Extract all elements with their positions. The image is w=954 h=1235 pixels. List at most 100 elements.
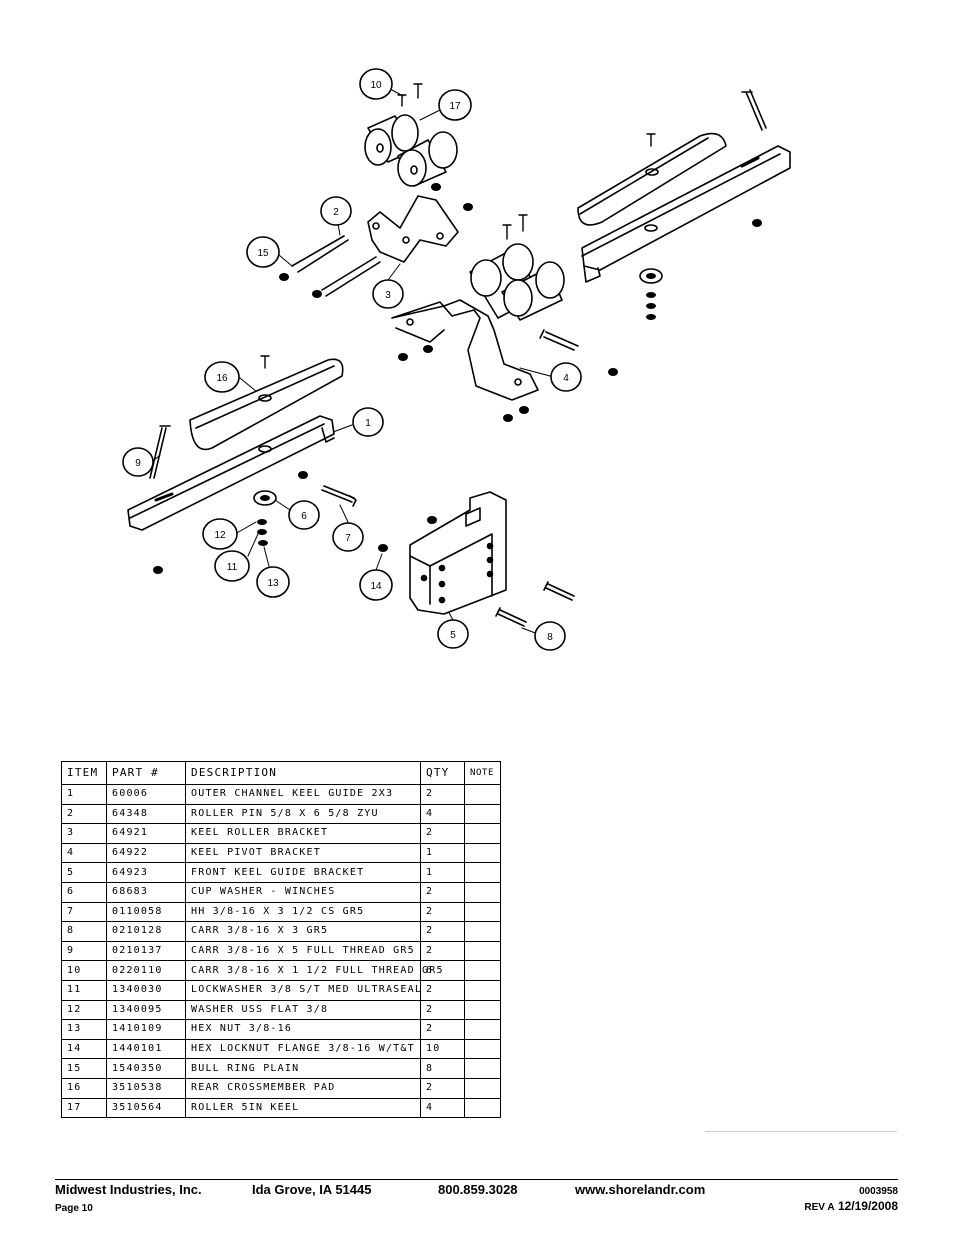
cell-description: HEX NUT 3/8-16: [185, 1019, 421, 1040]
callout-bubble: 5: [437, 619, 469, 649]
cell-part-number: 0210128: [106, 921, 186, 942]
cell-note: [464, 842, 501, 864]
cell-quantity: 1: [420, 862, 465, 883]
footer-phone: 800.859.3028: [438, 1182, 518, 1197]
footer-company: Midwest Industries, Inc.: [55, 1182, 202, 1197]
callout-label: 9: [135, 458, 141, 469]
cell-note: [464, 1019, 501, 1040]
callout-bubble: 12: [202, 518, 238, 550]
callout-bubble: 11: [214, 550, 250, 582]
cell-quantity: 10: [420, 1038, 465, 1060]
faint-divider: [705, 1131, 897, 1132]
keel-roller-bracket-top: [367, 195, 459, 263]
cell-item-number: 14: [61, 1038, 107, 1060]
cup-washer-right: [639, 268, 663, 284]
callout-bubble: 7: [332, 522, 364, 552]
callout-label: 13: [267, 578, 279, 589]
callout-label: 12: [214, 530, 226, 541]
cell-note: [464, 784, 501, 805]
leader-lines: [151, 89, 551, 635]
footer-doc-number: 0003958: [859, 1186, 898, 1197]
callout-bubble: 4: [550, 362, 582, 392]
cell-description: REAR CROSSMEMBER PAD: [185, 1077, 421, 1099]
cell-note: [464, 901, 501, 923]
hex-bolt-middle: [539, 329, 579, 351]
cell-note: [464, 803, 501, 825]
cell-part-number: 3510564: [106, 1097, 186, 1119]
cell-item-number: 3: [61, 823, 107, 844]
cell-quantity: 2: [420, 940, 465, 962]
long-carriage-bolt-left: [149, 425, 171, 479]
cell-description: CUP WASHER - WINCHES: [185, 881, 421, 903]
footer-divider: [55, 1179, 898, 1180]
cell-description: HH 3/8-16 X 3 1/2 CS GR5: [185, 901, 421, 923]
callout-bubble: 8: [534, 621, 566, 651]
cell-quantity: 8: [420, 1058, 465, 1079]
cell-note: [464, 921, 501, 942]
cell-part-number: 1340095: [106, 999, 186, 1021]
callout-label: 16: [216, 373, 228, 384]
column-header-note: NOTE: [464, 761, 501, 785]
callout-bubble: 17: [438, 89, 472, 121]
outer-channel-left: [127, 415, 335, 531]
callout-bubble: 13: [256, 566, 290, 598]
callout-label: 1: [365, 418, 371, 429]
cell-note: [464, 1097, 501, 1119]
cell-item-number: 2: [61, 803, 107, 825]
table-header-row: ITEM PART # DESCRIPTION QTY NOTE: [61, 761, 501, 785]
cell-description: WASHER USS FLAT 3/8: [185, 999, 421, 1021]
cell-part-number: 0110058: [106, 901, 186, 923]
cell-part-number: 68683: [106, 881, 186, 903]
callout-label: 5: [450, 630, 456, 641]
callout-bubble: 10: [359, 68, 393, 100]
cell-item-number: 17: [61, 1097, 107, 1119]
cell-description: CARR 3/8-16 X 5 FULL THREAD GR5: [185, 940, 421, 962]
footer-page-number: Page 10: [55, 1203, 93, 1214]
callout-label: 17: [449, 101, 461, 112]
cell-item-number: 8: [61, 921, 107, 942]
cell-description: ROLLER 5IN KEEL: [185, 1097, 421, 1119]
carriage-bolt-pair-middle: [502, 214, 528, 240]
cell-quantity: 2: [420, 881, 465, 903]
cell-note: [464, 862, 501, 883]
cell-item-number: 5: [61, 862, 107, 883]
cell-quantity: 2: [420, 823, 465, 844]
footer-rev-date: 12/19/2008: [837, 1199, 898, 1213]
crossmember-pad-right: [577, 132, 727, 226]
cell-part-number: 1540350: [106, 1058, 186, 1079]
callout-label: 6: [301, 511, 307, 522]
callout-label: 14: [370, 581, 382, 592]
exploded-parts-diagram: 10 17 2 15 3 16 1 9 6 12 7 11: [122, 68, 791, 651]
cell-quantity: 1: [420, 842, 465, 864]
cell-part-number: 1410109: [106, 1019, 186, 1040]
cell-part-number: 64923: [106, 862, 186, 883]
hex-bolt-left: [321, 485, 357, 507]
cell-part-number: 64922: [106, 842, 186, 864]
cell-note: [464, 1038, 501, 1060]
callout-label: 4: [563, 373, 569, 384]
cell-part-number: 60006: [106, 784, 186, 805]
footer-revision: REV A 12/19/2008: [804, 1199, 898, 1213]
cell-part-number: 64921: [106, 823, 186, 844]
cell-quantity: 4: [420, 803, 465, 825]
cell-part-number: 1440101: [106, 1038, 186, 1060]
callout-label: 10: [370, 80, 382, 91]
cell-quantity: 2: [420, 901, 465, 923]
cell-note: [464, 960, 501, 981]
cell-part-number: 0210137: [106, 940, 186, 962]
long-carriage-bolt-right: [741, 89, 767, 131]
cell-part-number: 1340030: [106, 979, 186, 1001]
cell-note: [464, 881, 501, 903]
cell-item-number: 7: [61, 901, 107, 923]
